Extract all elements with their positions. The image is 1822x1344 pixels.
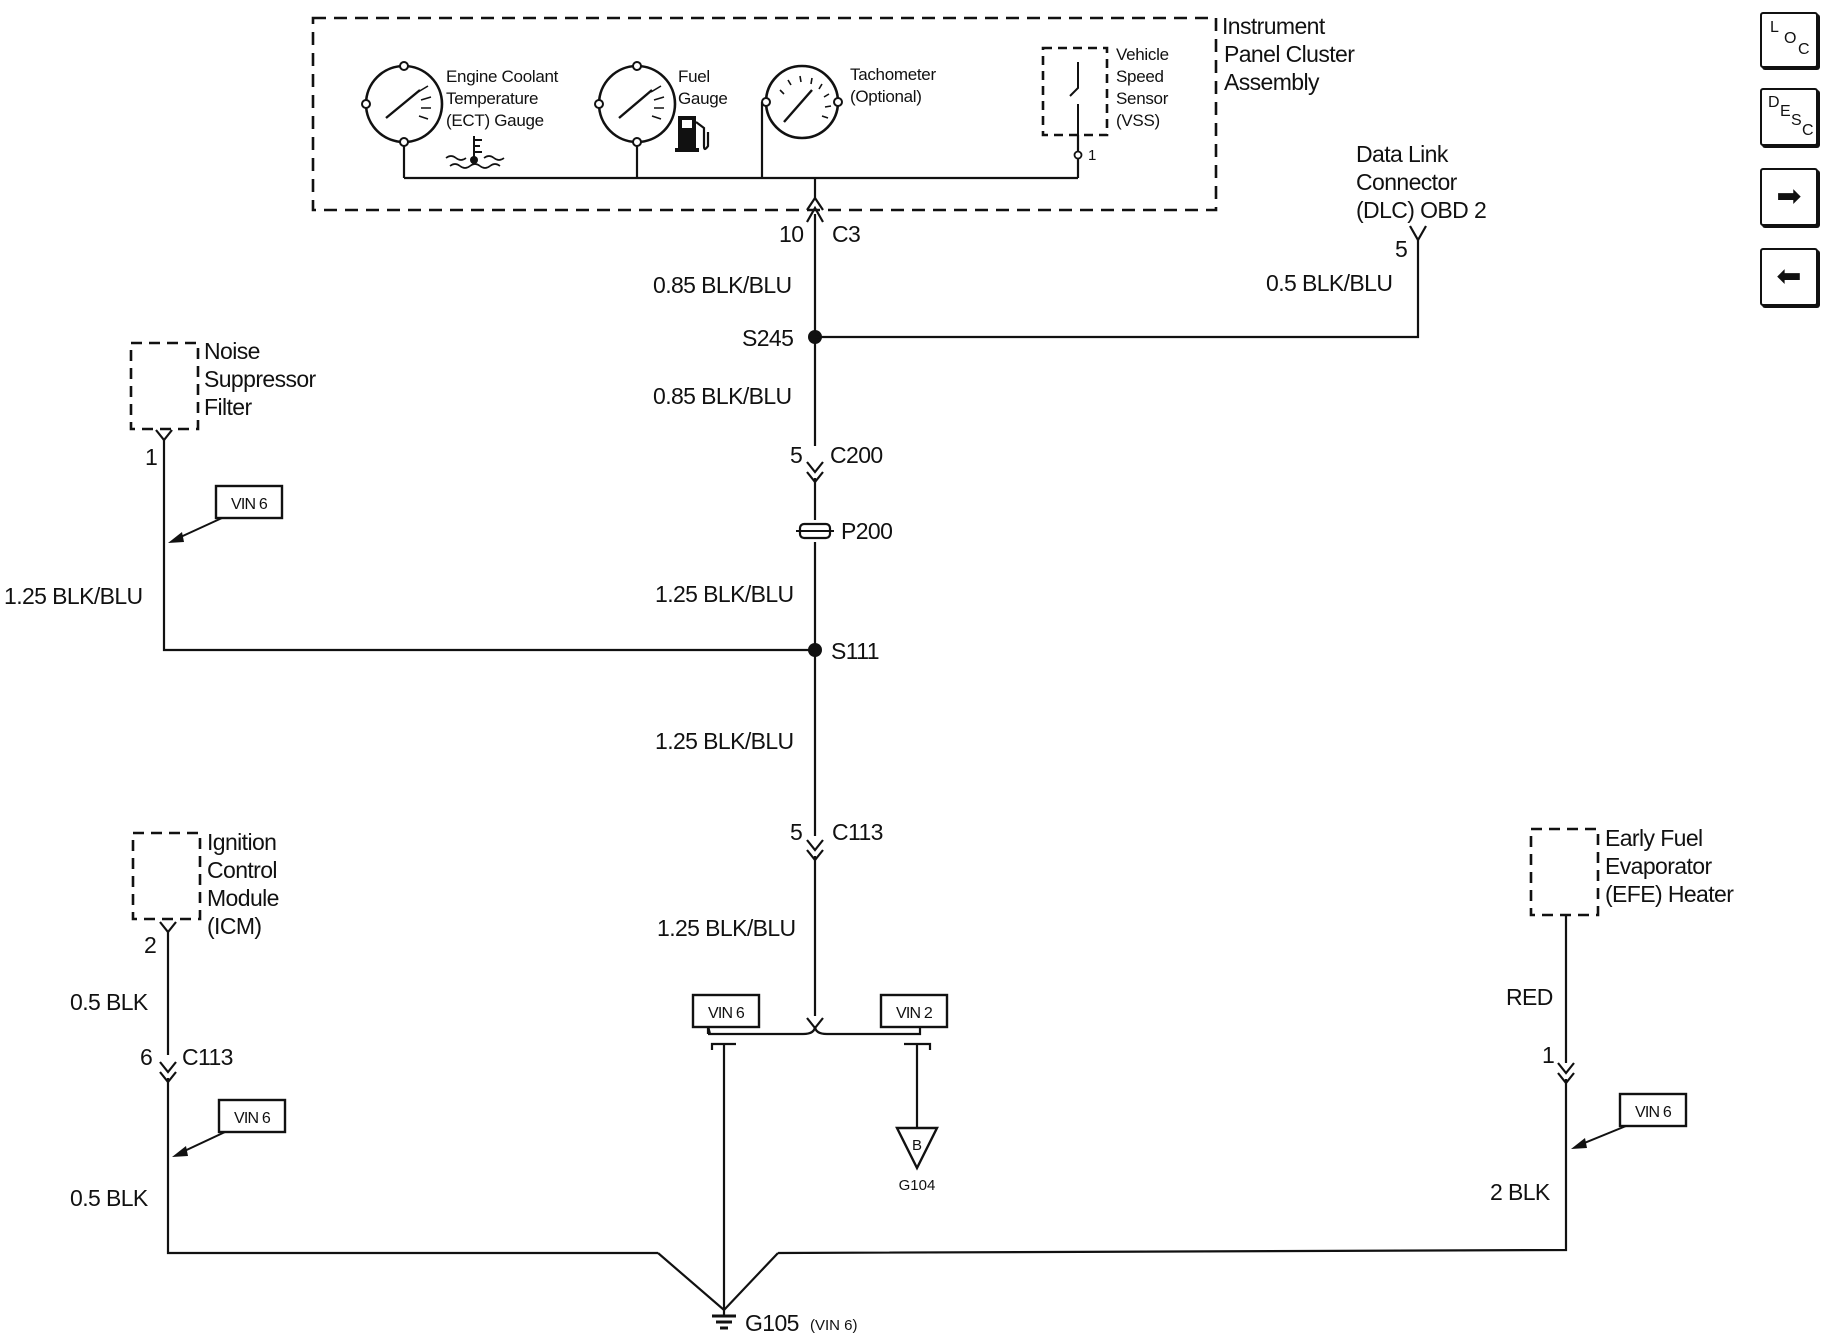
- ignition-control-module: [131, 831, 658, 1255]
- vin-tag-efe: VIN 6: [1571, 1092, 1688, 1149]
- arrow-left-icon: ⬅: [1776, 259, 1802, 294]
- wire-nsf: 1.25 BLK/BLU: [4, 583, 143, 609]
- vss-pin: 1: [1088, 147, 1096, 164]
- icm-label-3: Module: [207, 885, 279, 911]
- main-trunk: [806, 178, 824, 1016]
- g104-letter: B: [912, 1137, 922, 1154]
- dlc-label-2: Connector: [1356, 169, 1458, 195]
- splice-s111: S111: [831, 638, 879, 664]
- c113-icm-pin: 6: [140, 1044, 152, 1070]
- ipc-label-2: Panel Cluster: [1224, 41, 1355, 67]
- c113-main-pin: 5: [790, 819, 802, 845]
- prev-page-button[interactable]: ⬅: [1760, 248, 1818, 306]
- ect-label-2: Temperature: [446, 89, 538, 108]
- vin-tag-nsf: VIN 6: [168, 484, 284, 543]
- ipc-label-1: Instrument: [1222, 13, 1326, 39]
- vin-tag-left-text: VIN 6: [708, 1005, 745, 1022]
- tach-label-2: (Optional): [850, 87, 922, 106]
- vin-tag-icm-text: VIN 6: [234, 1110, 271, 1127]
- wire-icm-lower: 0.5 BLK: [70, 1185, 149, 1211]
- loc-letter-o: O: [1784, 30, 1797, 47]
- efe-heater: [777, 827, 1600, 1255]
- ipc-label-3: Assembly: [1224, 69, 1320, 95]
- vin-option-split: [706, 1017, 932, 1302]
- wire-c113-down: 1.25 BLK/BLU: [657, 915, 796, 941]
- icm-label-1: Ignition: [207, 829, 276, 855]
- nsf-pin: 1: [145, 444, 157, 470]
- g104-label: G104: [899, 1177, 936, 1194]
- vehicle-speed-sensor: 1 Vehicle Speed Sensor (VSS): [1041, 45, 1169, 178]
- dlc-pin: 5: [1395, 236, 1407, 262]
- dlc-label-3: (DLC) OBD 2: [1356, 197, 1486, 223]
- wire-s245-c200: 0.85 BLK/BLU: [653, 383, 792, 409]
- efe-pin: 1: [1542, 1042, 1554, 1068]
- ect-label-1: Engine Coolant: [446, 67, 559, 86]
- efe-label-2: Evaporator: [1605, 853, 1712, 879]
- vss-label-1: Vehicle: [1116, 45, 1169, 64]
- g105-label: G105: [745, 1310, 799, 1336]
- coolant-temp-icon: [445, 136, 505, 169]
- p200-fuse-symbol: [796, 522, 834, 540]
- g105-ground: G105 (VIN 6): [657, 1252, 858, 1336]
- c3-label: C3: [832, 221, 860, 247]
- vin-tag-efe-text: VIN 6: [1635, 1104, 1672, 1121]
- desc-letter-d: D: [1768, 94, 1780, 111]
- location-button[interactable]: L O C: [1760, 12, 1818, 68]
- wire-dlc: 0.5 BLK/BLU: [1266, 270, 1392, 296]
- nsf-label-3: Filter: [204, 394, 252, 420]
- desc-letter-c: C: [1802, 122, 1814, 139]
- vin-tag-left: VIN 6: [691, 993, 761, 1029]
- vin-tag-right: VIN 2: [879, 993, 949, 1029]
- nsf-label-2: Suppressor: [204, 366, 317, 392]
- desc-letter-e: E: [1780, 103, 1791, 120]
- c200-pin: 5: [790, 442, 802, 468]
- vss-label-4: (VSS): [1116, 111, 1160, 130]
- loc-letter-c: C: [1798, 41, 1810, 58]
- dlc-label-1: Data Link: [1356, 141, 1449, 167]
- wire-icm-upper: 0.5 BLK: [70, 989, 149, 1015]
- c3-pin: 10: [779, 221, 803, 247]
- dlc-branch: [815, 225, 1427, 339]
- icm-label-2: Control: [207, 857, 277, 883]
- fuel-label-1: Fuel: [678, 67, 710, 86]
- vin-tag-nsf-text: VIN 6: [231, 496, 268, 513]
- icm-label-4: (ICM): [207, 913, 261, 939]
- wire-efe-lower: 2 BLK: [1490, 1179, 1551, 1205]
- g104-ground: B G104: [895, 1126, 939, 1194]
- tach-label-1: Tachometer: [850, 65, 936, 84]
- wire-c3-s245: 0.85 BLK/BLU: [653, 272, 792, 298]
- efe-label-1: Early Fuel: [1605, 825, 1703, 851]
- ipc-assembly: Instrument Panel Cluster Assembly: [311, 13, 1356, 212]
- tachometer: Tachometer (Optional): [760, 64, 937, 178]
- ect-gauge: Engine Coolant Temperature (ECT) Gauge: [361, 61, 559, 178]
- c113-icm-label: C113: [182, 1044, 233, 1070]
- p200-label: P200: [841, 518, 892, 544]
- fuel-label-2: Gauge: [678, 89, 728, 108]
- description-button[interactable]: D E S C: [1760, 88, 1818, 146]
- arrow-right-icon: ➡: [1776, 179, 1802, 214]
- loc-letter-l: L: [1770, 19, 1779, 36]
- wire-p200-s111: 1.25 BLK/BLU: [655, 581, 794, 607]
- next-page-button[interactable]: ➡: [1760, 168, 1818, 226]
- splice-s245: S245: [742, 325, 793, 351]
- efe-label-3: (EFE) Heater: [1605, 881, 1734, 907]
- c113-main-label: C113: [832, 819, 883, 845]
- desc-letter-s: S: [1791, 112, 1802, 129]
- wire-s111-c113: 1.25 BLK/BLU: [655, 728, 794, 754]
- icm-pin: 2: [144, 932, 156, 958]
- g105-note: (VIN 6): [810, 1317, 858, 1334]
- ect-label-3: (ECT) Gauge: [446, 111, 544, 130]
- fuel-pump-icon: [675, 116, 710, 152]
- vin-tag-icm: VIN 6: [172, 1098, 287, 1157]
- noise-suppressor-filter: [129, 341, 815, 652]
- nsf-label-1: Noise: [204, 338, 260, 364]
- fuel-gauge: Fuel Gauge: [594, 61, 728, 178]
- vin-tag-right-text: VIN 2: [896, 1005, 933, 1022]
- wire-efe-upper: RED: [1506, 984, 1553, 1010]
- c200-label: C200: [830, 442, 883, 468]
- vss-label-2: Speed: [1116, 67, 1164, 86]
- vss-label-3: Sensor: [1116, 89, 1169, 108]
